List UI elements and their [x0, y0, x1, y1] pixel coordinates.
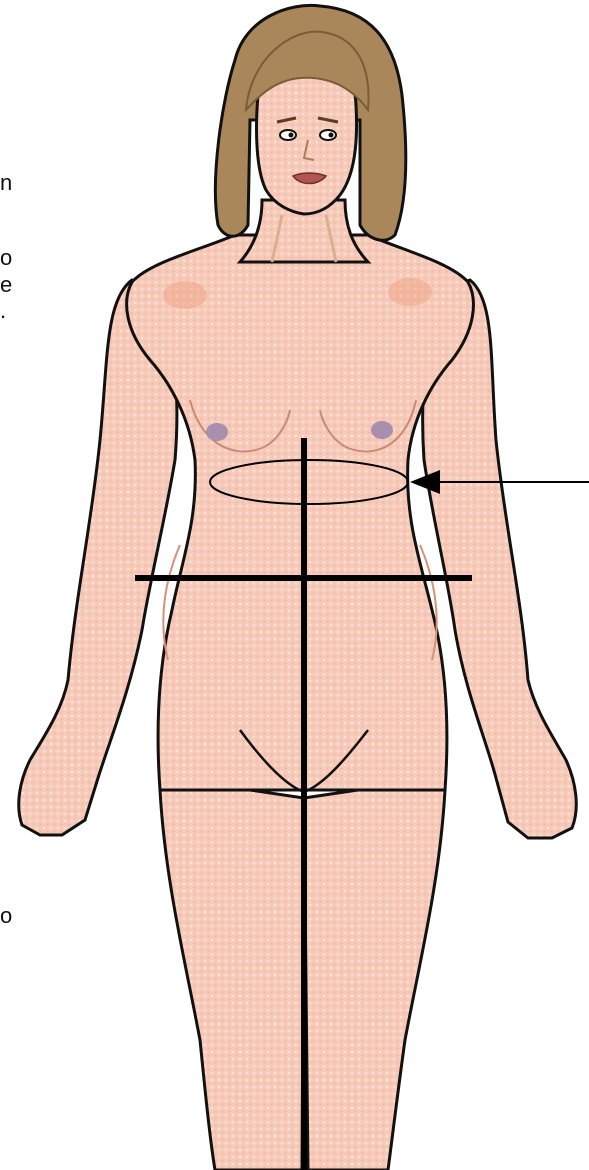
left-leg — [160, 790, 304, 1170]
nipple-right — [371, 421, 393, 439]
right-leg — [304, 790, 445, 1170]
shoulder-shade-left — [163, 281, 207, 309]
eye-right — [320, 130, 336, 140]
nipple-left — [206, 423, 228, 441]
eye-left — [280, 130, 296, 140]
shoulder-shade-right — [388, 278, 432, 306]
text-fragment-3: e — [0, 274, 12, 296]
torso — [127, 235, 474, 790]
text-fragment-2: o — [0, 247, 12, 269]
text-fragment-5: o — [0, 905, 12, 927]
pupil-left — [289, 133, 294, 138]
pupil-right — [329, 133, 334, 138]
text-fragment-4: . — [0, 300, 6, 322]
text-fragment-1: n — [0, 172, 12, 194]
